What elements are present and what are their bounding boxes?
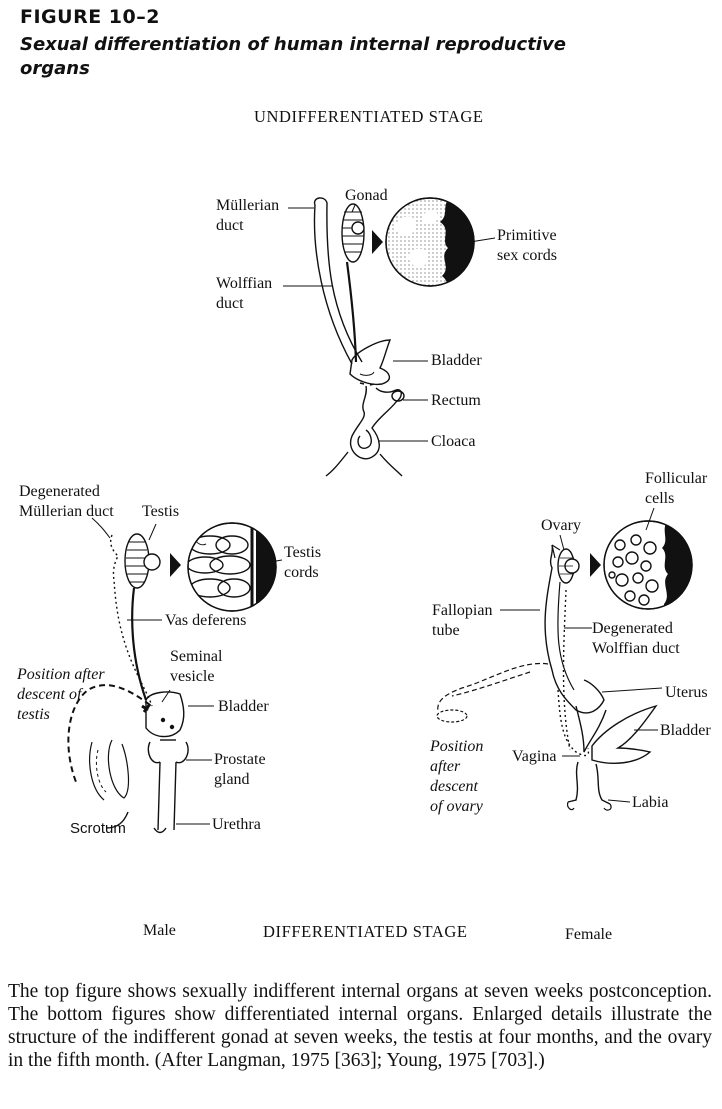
primitive-sex-cords-detail-icon [385,197,475,287]
bladder-label-male: Bladder [218,698,269,715]
figure-caption: The top figure shows sexually indifferen… [8,981,712,1071]
scrotum-label: Scrotum [70,820,126,837]
degenerated-wolffian-duct-label: Degenerated Wolffian duct [592,620,680,657]
ovary-icon [557,548,580,584]
testis-cords-label: Testis cords [284,544,322,581]
female-position-after-descent-label: Position after descent of ovary [430,738,484,815]
testis-icon [124,533,161,589]
follicular-cells-detail-icon [603,520,693,610]
bladder-label-female: Bladder [660,722,711,739]
differentiated-stage-label: DIFFERENTIATED STAGE [263,922,468,941]
follicular-cells-label: Follicular cells [645,470,708,507]
urethra-label: Urethra [212,816,261,833]
undifferentiated-drawing [313,197,475,477]
bladder-label-top: Bladder [431,352,482,369]
figure-number: FIGURE 10–2 [20,6,160,28]
rectum-label: Rectum [431,392,481,409]
testis-label: Testis [142,503,180,520]
degenerated-mullerian-duct-label: Degenerated Müllerian duct [19,483,114,520]
labia-label: Labia [632,794,669,811]
seminal-vesicle-label: Seminal vesicle [170,648,223,685]
testis-cords-detail-icon [187,522,277,612]
figure-title: Sexual differentiation of human internal… [20,34,566,79]
primitive-sex-cords-label: Primitive sex cords [497,227,557,264]
vas-deferens-label: Vas deferens [165,612,247,629]
ovary-label: Ovary [541,517,581,534]
male-position-after-descent-label: Position after descent of testis [17,666,105,723]
vagina-label: Vagina [512,748,557,765]
cloaca-label: Cloaca [431,433,476,450]
wolffian-duct-label: Wolffian duct [216,275,273,312]
gonad-label: Gonad [345,187,388,204]
prostate-gland-label: Prostate gland [214,751,266,788]
uterus-label: Uterus [665,684,708,701]
mullerian-duct-label: Müllerian duct [216,197,280,234]
undifferentiated-stage-label: UNDIFFERENTIATED STAGE [254,107,484,126]
gonad-icon [341,203,365,263]
male-drawing [67,522,277,834]
fallopian-tube-label: Fallopian tube [432,602,493,639]
female-label: Female [565,926,613,943]
male-label: Male [143,922,176,939]
